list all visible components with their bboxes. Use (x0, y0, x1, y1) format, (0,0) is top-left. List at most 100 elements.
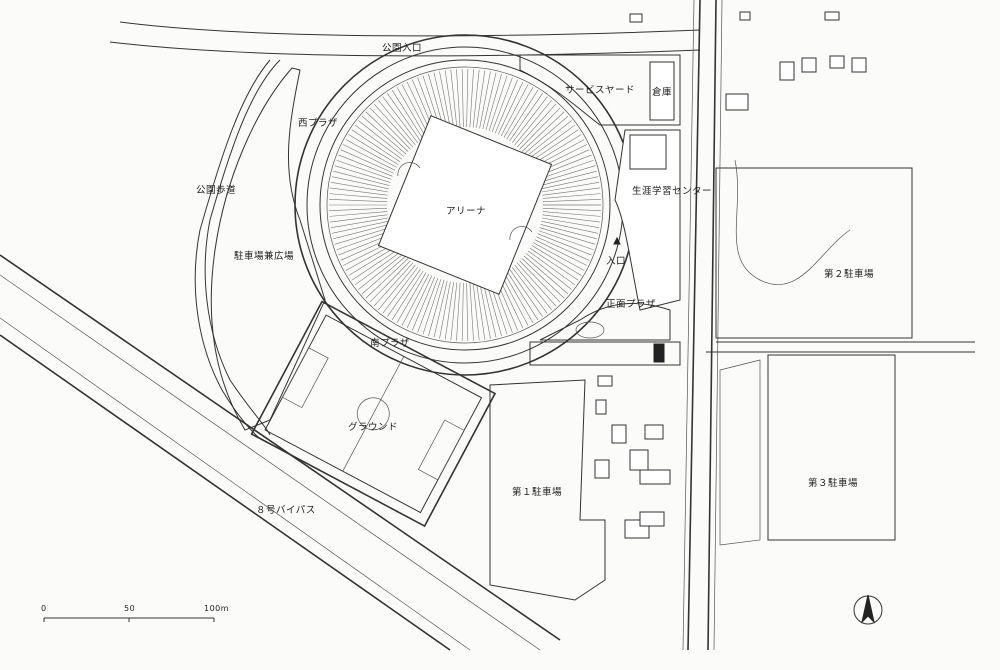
scale-label-100: 100m (204, 604, 230, 613)
seating-row (529, 247, 579, 281)
main-road-right-edge (707, 0, 717, 651)
seating-row (469, 282, 474, 341)
seating-row (537, 233, 592, 256)
seating-row (523, 115, 569, 155)
seating-row (331, 176, 389, 190)
seating-row (333, 224, 390, 240)
seating-row (461, 69, 464, 128)
warehouse-label: 倉庫 (652, 87, 673, 98)
main-plaza-label: 正面プラザ (606, 299, 657, 310)
seating-row (541, 182, 600, 193)
park-entrance-label: 公園入口 (382, 43, 423, 54)
seating-row (382, 96, 419, 144)
seating-row (365, 258, 409, 299)
seating-row (511, 266, 548, 314)
seating-row (541, 220, 599, 234)
seating-row (516, 262, 557, 307)
seating-row (456, 282, 461, 341)
seating-row (541, 217, 600, 228)
arena-seating-outer (326, 66, 604, 344)
ground-field (250, 300, 497, 528)
seating-row (514, 264, 552, 310)
seating-row (540, 170, 597, 186)
seating-row (533, 242, 585, 271)
seating-row (387, 268, 421, 317)
seating-row (412, 276, 436, 331)
arena-floor-arc (397, 162, 421, 177)
seating-row (354, 124, 403, 160)
seating-row (396, 272, 427, 323)
triangle-up-icon (613, 236, 621, 245)
seating-row (450, 69, 458, 128)
seating-row (333, 170, 390, 186)
top-road-edge-2 (109, 41, 701, 57)
seating-row (538, 230, 594, 251)
seating-row (497, 81, 524, 135)
seating-row (334, 227, 391, 245)
learning-center-wing (629, 134, 667, 170)
seating-row (527, 124, 576, 160)
seating-row (525, 120, 572, 157)
ground-penalty-right (417, 419, 465, 481)
seating-row (456, 69, 461, 128)
north-arrow-icon (853, 594, 883, 625)
seating-row (506, 90, 539, 140)
seating-row (494, 79, 518, 134)
parking-3-outline (767, 354, 896, 541)
seating-row (542, 211, 601, 217)
seating-row (525, 253, 572, 290)
seating-row (382, 266, 419, 314)
plaza-fountain (575, 321, 605, 339)
seating-row (345, 139, 397, 168)
seating-row (338, 154, 393, 177)
seating-row (373, 262, 414, 307)
seating-row (401, 273, 430, 326)
seating-row (329, 199, 388, 203)
ground-center-circle (356, 397, 390, 431)
seating-row (500, 84, 529, 137)
seating-row (542, 187, 600, 196)
scale-bar (43, 617, 215, 622)
plaza-stairs (653, 343, 665, 363)
ground-outer (250, 300, 497, 528)
seating-row (509, 268, 543, 317)
seating-row (511, 96, 548, 144)
seating-row (340, 149, 394, 174)
seating-row (500, 273, 529, 326)
main-road-sidewalk (682, 0, 695, 651)
seating-row (521, 111, 565, 152)
seating-row (523, 255, 569, 295)
ground-halfway-line (342, 356, 405, 472)
arena-label: アリーナ (446, 206, 487, 217)
arena-roof-edge (319, 59, 611, 351)
seating-row (369, 107, 411, 150)
seating-row (329, 207, 388, 211)
ground-penalty-left (281, 347, 329, 409)
bypass-label: ８号バイパス (256, 505, 316, 516)
residential-buildings (629, 11, 867, 111)
seating-row (527, 250, 576, 286)
lifelong-learning-center-building (614, 129, 681, 311)
parking-2-label: 第２駐車場 (824, 269, 875, 280)
warehouse-building (649, 61, 675, 121)
seating-row (519, 107, 561, 150)
seating-row (506, 270, 539, 320)
seating-row (378, 100, 416, 146)
seating-row (479, 71, 491, 129)
seating-row (439, 281, 451, 339)
main-road-sidewalk-2 (713, 0, 723, 651)
seating-row (541, 176, 599, 190)
seating-row (479, 281, 491, 339)
seating-row (531, 245, 582, 276)
seating-row (444, 282, 454, 340)
parking-1-outline (489, 379, 606, 601)
seating-row (503, 272, 534, 323)
seating-row (540, 224, 597, 240)
seating-row (330, 187, 388, 196)
main-plaza-walk (529, 341, 681, 366)
seating-row (391, 90, 424, 140)
seating-row (329, 211, 388, 217)
entrance-label: 入口 (606, 256, 627, 267)
